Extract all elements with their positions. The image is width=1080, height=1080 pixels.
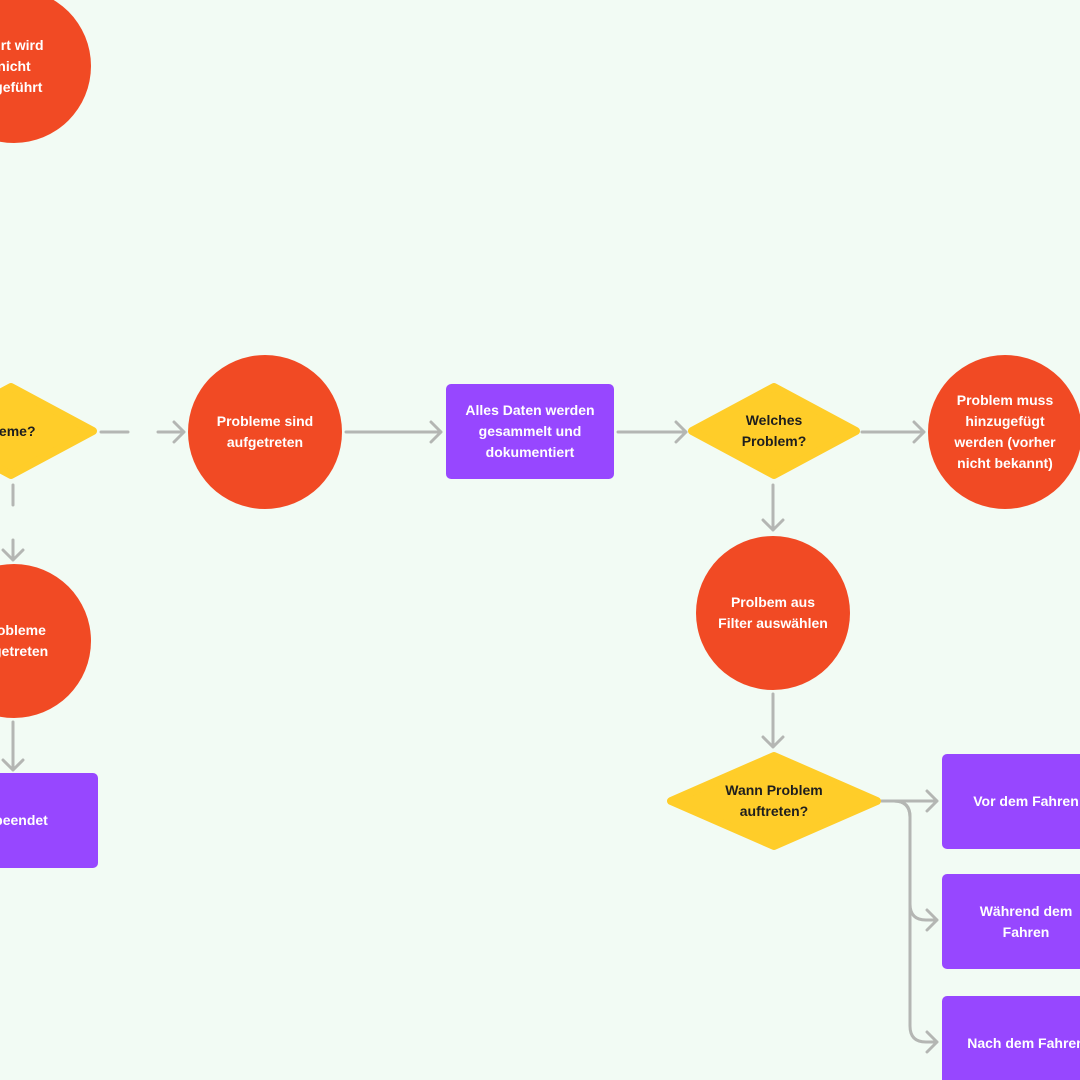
diamond-shape: [688, 383, 860, 479]
node-fahrt-nicht-durchgefuehrt[interactable]: ahrt wird nicht hgeführt: [0, 0, 91, 143]
node-label: Wann Problem auftreten?: [725, 782, 823, 819]
connector-keine-to-beendet: [1, 720, 25, 772]
node-label: Während dem Fahren: [979, 902, 1073, 940]
node-label: ahrt wird nicht hgeführt: [0, 36, 44, 95]
node-label: rt beendet: [0, 812, 48, 828]
node-nach-dem-fahren[interactable]: Nach dem Fahren: [942, 996, 1080, 1080]
connector-wann-to-vor: [880, 789, 939, 813]
node-wann-problem[interactable]: Wann Problem auftreten?: [667, 752, 881, 850]
node-waehrend-dem-fahren[interactable]: Während dem Fahren: [942, 874, 1080, 969]
node-probleme-sind-aufgetreten[interactable]: Probleme sind aufgetreten: [188, 355, 342, 509]
node-label: bleme?: [0, 422, 36, 439]
node-fahrt-beendet[interactable]: rt beendet: [0, 773, 98, 868]
connector-wann-to-nach: [880, 799, 939, 1054]
connector-aufgetreten-to-daten: [344, 420, 443, 444]
connector-filter-to-wann: [761, 692, 785, 749]
node-label: Welches Problem?: [741, 412, 807, 449]
connector-welches-to-filter: [761, 483, 785, 532]
node-label: Problem muss hinzugefügt werden (vorher …: [954, 392, 1056, 471]
node-problem-hinzufuegen[interactable]: Problem muss hinzugefügt werden (vorher …: [928, 355, 1080, 509]
diamond-shape: [0, 383, 97, 479]
node-label: Alles Daten werden gesammelt und dokumen…: [465, 402, 595, 460]
node-keine-probleme[interactable]: Probleme ufgetreten: [0, 564, 91, 718]
connector-daten-to-welches: [616, 420, 688, 444]
connector-decision-to-keine: [1, 483, 25, 562]
connector-wann-to-waehrend: [880, 799, 939, 932]
node-label: Nach dem Fahren: [967, 1035, 1080, 1051]
node-label: Probleme sind aufgetreten: [216, 413, 314, 450]
diamond-shape: [667, 752, 881, 850]
connector-welches-to-hinzufuegen: [860, 420, 926, 444]
node-vor-dem-fahren[interactable]: Vor dem Fahren: [942, 754, 1080, 849]
node-label: Prolbem aus Filter auswählen: [718, 594, 828, 631]
connector-decision-to-aufgetreten: [99, 420, 186, 444]
node-welches-problem[interactable]: Welches Problem?: [688, 383, 860, 479]
node-daten-gesammelt[interactable]: Alles Daten werden gesammelt und dokumen…: [446, 384, 614, 479]
node-label: Probleme ufgetreten: [0, 622, 49, 659]
node-problem-aus-filter[interactable]: Prolbem aus Filter auswählen: [696, 536, 850, 690]
node-probleme-decision[interactable]: bleme?: [0, 383, 97, 479]
node-label: Vor dem Fahren: [973, 793, 1079, 809]
